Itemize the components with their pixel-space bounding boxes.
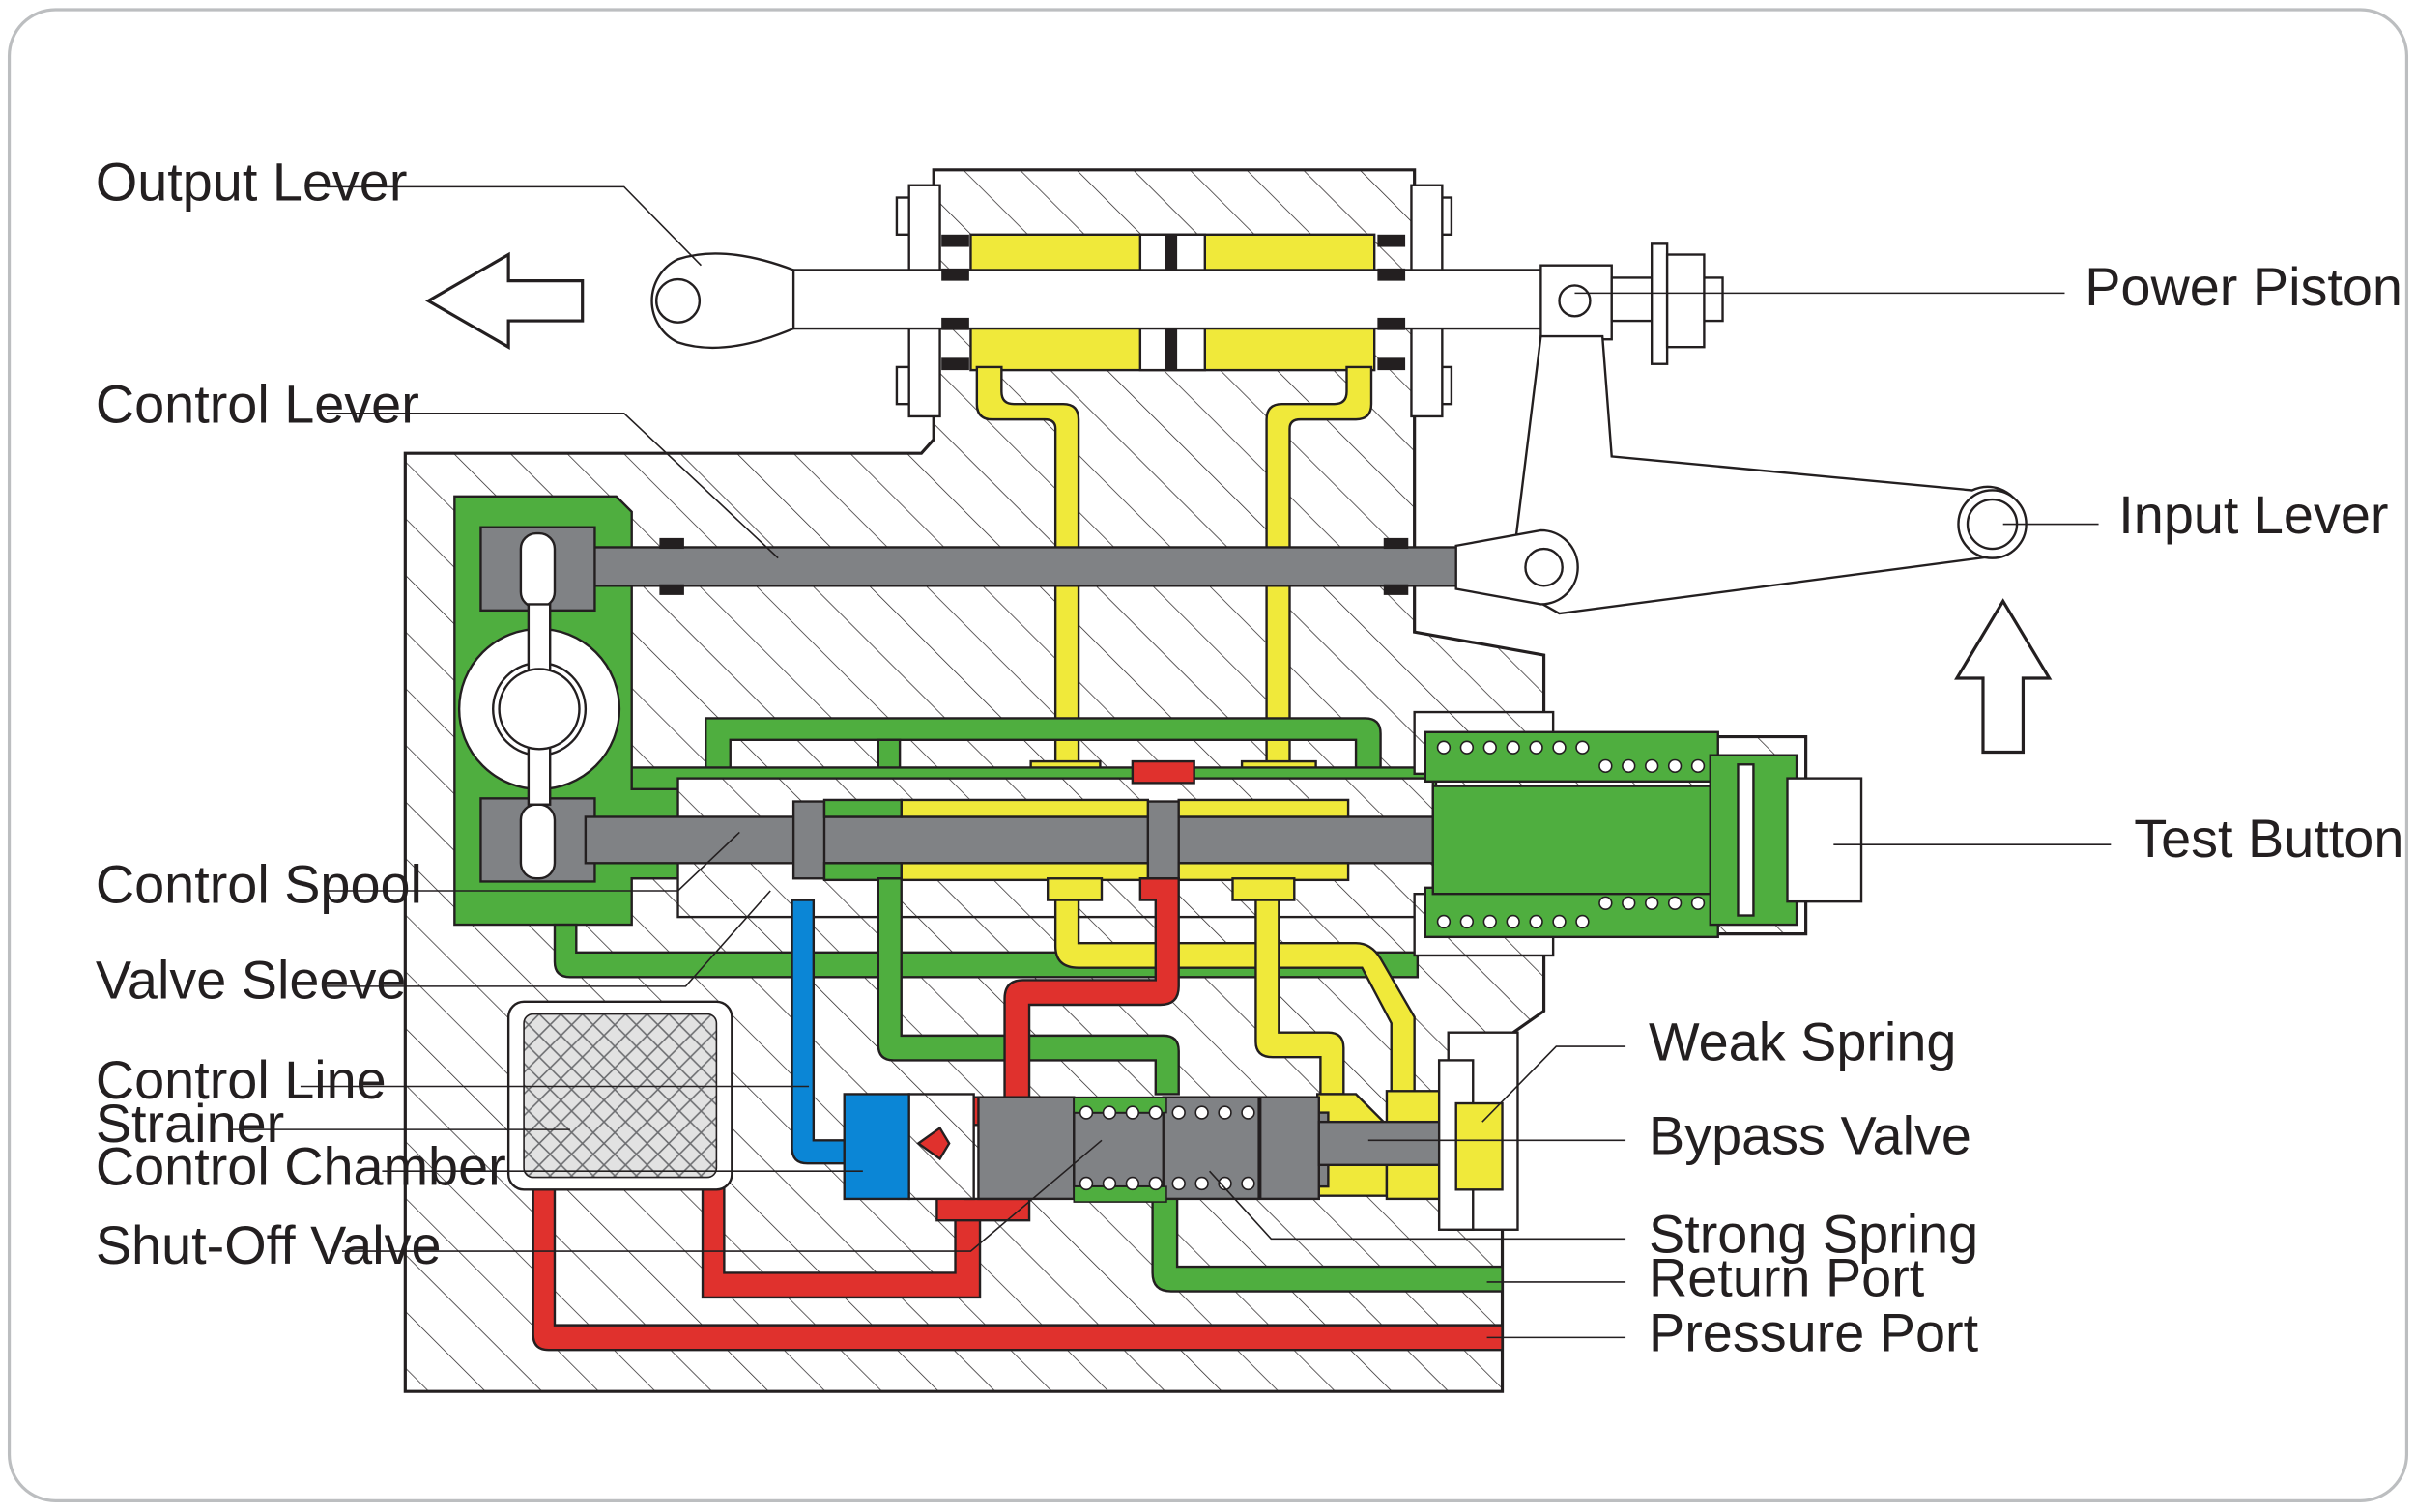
label-input-lever: Input Lever bbox=[2118, 484, 2388, 545]
label-control-line: Control Line bbox=[96, 1049, 387, 1110]
rod-end-block bbox=[1539, 242, 1724, 365]
pivot-assembly bbox=[457, 526, 621, 883]
label-return-port: Return Port bbox=[1649, 1246, 1925, 1307]
label-weak-spring: Weak Spring bbox=[1649, 1011, 1956, 1071]
control-spool bbox=[584, 759, 1434, 882]
label-control-lever: Control Lever bbox=[96, 373, 419, 434]
label-shut-off-valve: Shut-Off Valve bbox=[96, 1214, 442, 1275]
strong-spring bbox=[1073, 1096, 1255, 1203]
input-arrow-icon bbox=[1954, 598, 2053, 755]
label-power-piston: Power Piston bbox=[2085, 256, 2402, 317]
lower-return-passages bbox=[877, 877, 1504, 1293]
label-output-lever: Output Lever bbox=[96, 152, 408, 213]
label-test-button: Test Button bbox=[2134, 808, 2403, 869]
label-bypass-valve: Bypass Valve bbox=[1649, 1105, 1971, 1166]
control-line-passage bbox=[791, 899, 910, 1201]
input-lever bbox=[1509, 334, 2028, 615]
label-strainer: Strainer bbox=[96, 1093, 284, 1154]
power-piston-rod bbox=[700, 269, 1566, 330]
label-pressure-port: Pressure Port bbox=[1649, 1302, 1979, 1363]
label-control-chamber: Control Chamber bbox=[96, 1136, 506, 1197]
label-valve-sleeve: Valve Sleeve bbox=[96, 950, 407, 1011]
label-strong-spring: Strong Spring bbox=[1649, 1204, 1978, 1265]
shut-off-valve-body bbox=[907, 1031, 1519, 1231]
label-control-spool: Control Spool bbox=[96, 854, 422, 915]
leader-lines bbox=[231, 185, 2112, 1339]
test-button-assembly bbox=[1413, 710, 1863, 957]
output-arrow-icon bbox=[425, 251, 585, 350]
strainer bbox=[506, 1000, 733, 1191]
control-lever bbox=[591, 528, 1579, 606]
output-lever bbox=[650, 252, 795, 350]
